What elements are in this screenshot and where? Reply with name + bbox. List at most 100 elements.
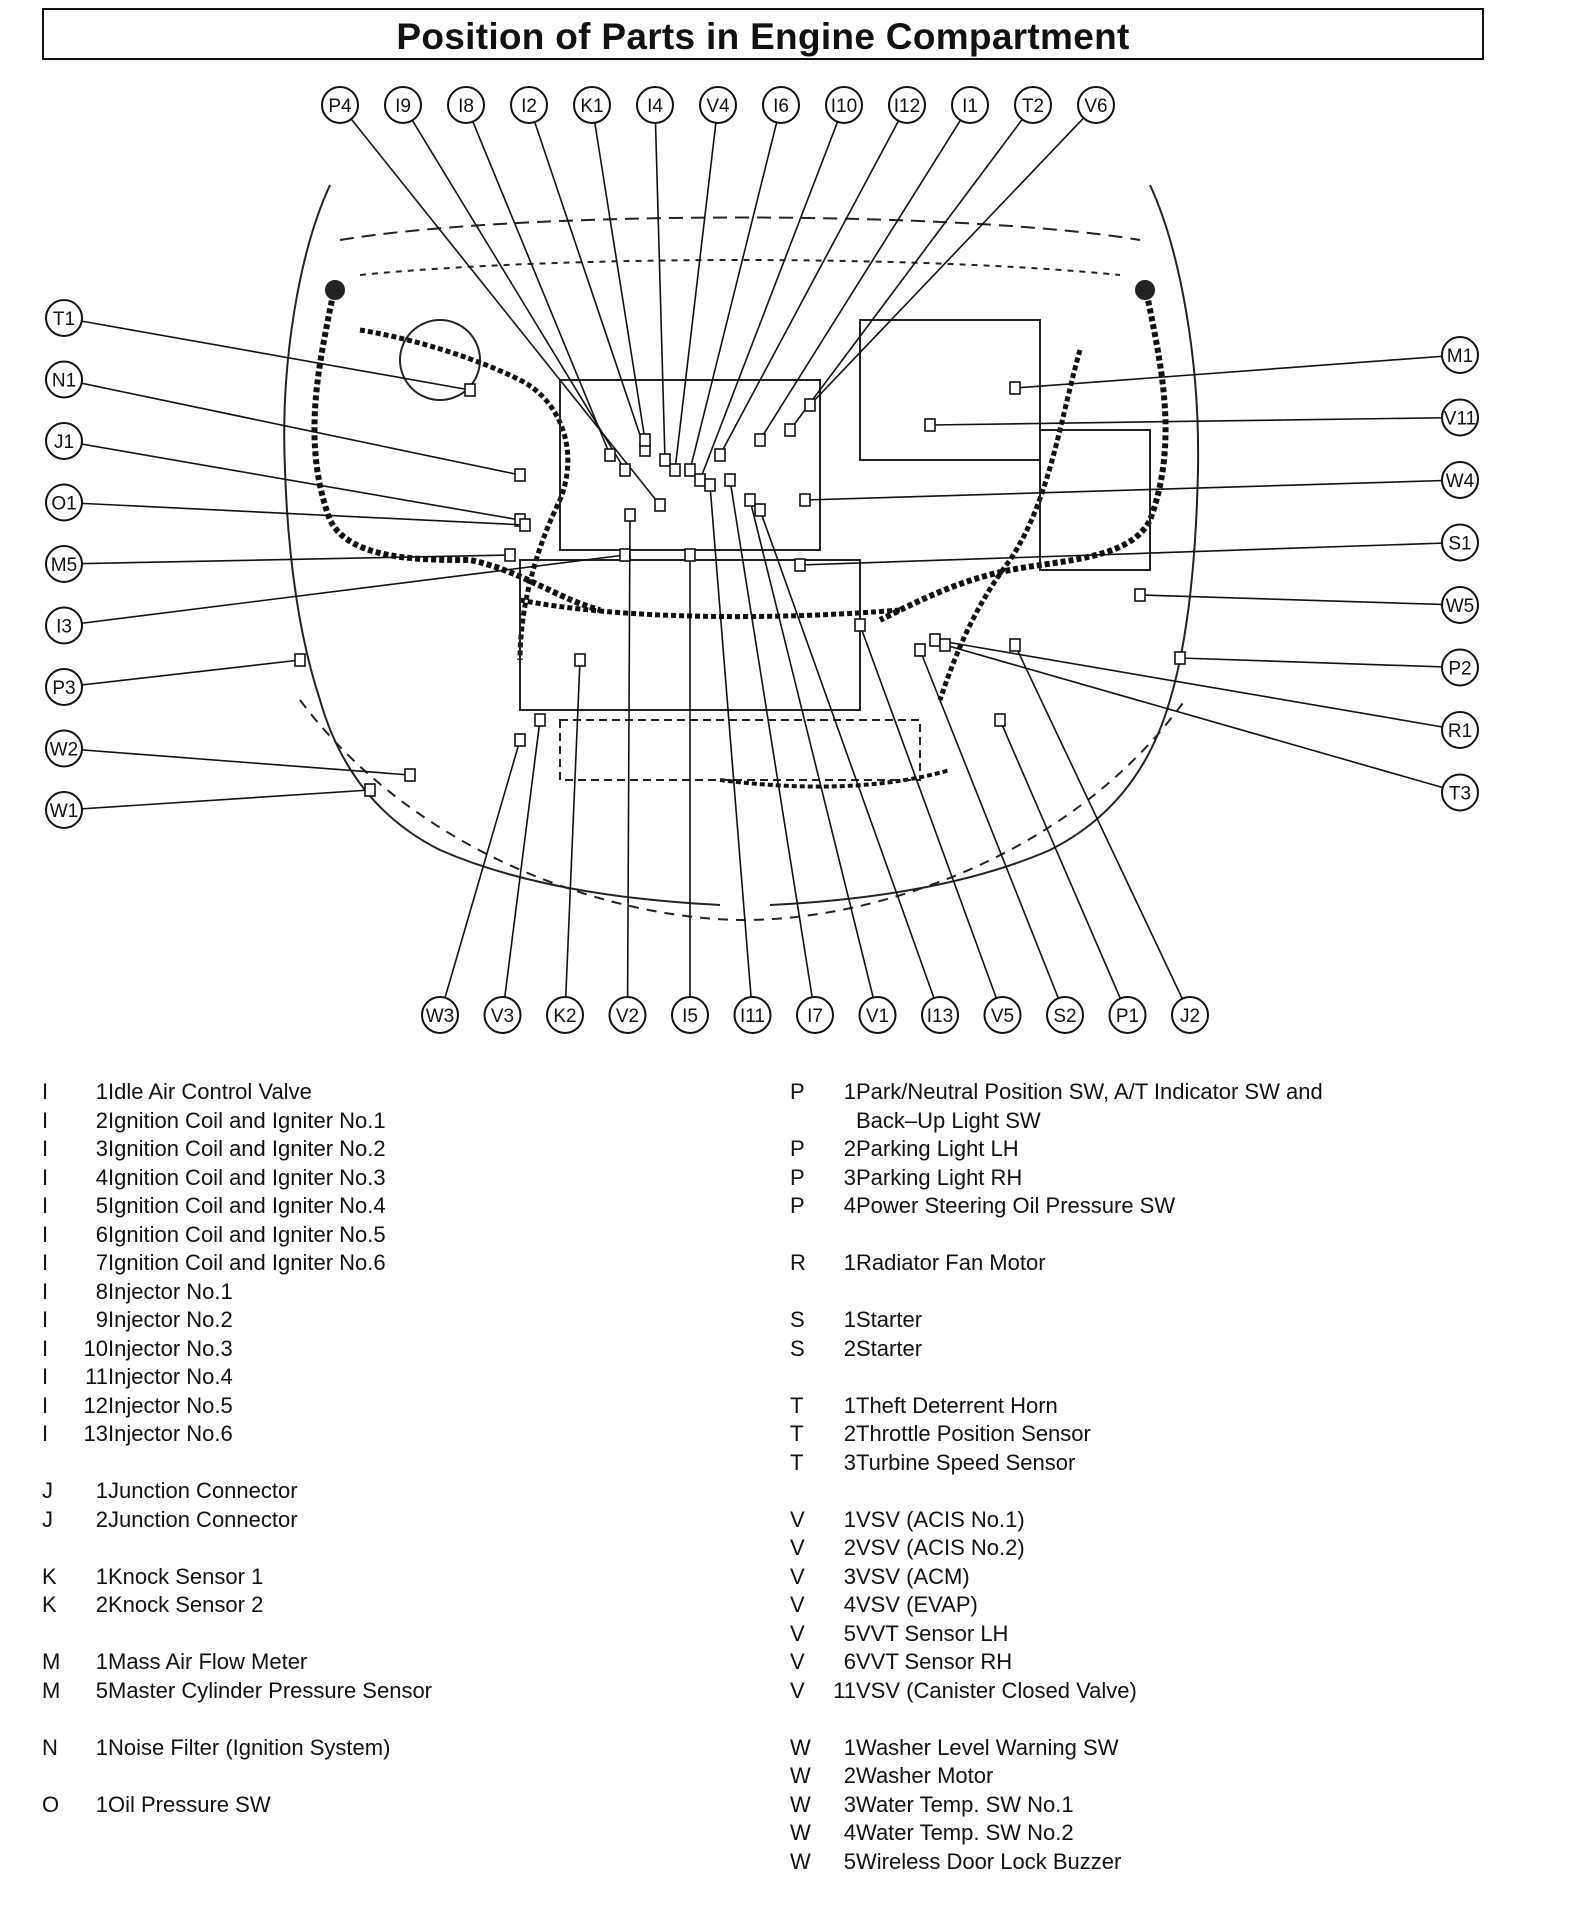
legend-number: 2 [843,1763,856,1788]
connector-t1 [464,383,476,397]
air-cleaner [859,319,1041,461]
connector-t2 [784,423,796,437]
callout-text: I11 [740,1006,765,1027]
connector-j2 [1009,638,1021,652]
harness-right [878,284,1169,623]
callout-text: W5 [1446,596,1475,617]
leader-line-v3 [501,719,541,1016]
legend-letter: I [42,1079,49,1104]
leader-line-i8 [465,104,611,456]
legend-number: 4 [843,1592,856,1617]
callout-circle [510,86,548,124]
callout-circle [45,791,83,829]
callout-text: I6 [773,96,789,117]
callout-r1: R1 [1441,711,1479,749]
legend-number: 1 [843,1506,856,1532]
legend-letter: V [790,1563,805,1589]
callout-v11: V11 [1441,398,1479,437]
callout-circle [1441,586,1479,624]
callout-s2: S2 [1046,996,1084,1034]
callout-text: P2 [1448,659,1471,680]
leader-line-k2 [564,659,581,1016]
callout-p3: P3 [45,668,83,706]
legend-description: Ignition Coil and Igniter No.6 [108,1250,386,1275]
connector-i6 [684,463,696,477]
legend-description: Junction Connector [108,1478,298,1503]
connector-i13 [754,503,766,517]
callout-circle [483,996,522,1034]
leader-line-i7 [729,479,816,1016]
callout-circle [1441,398,1479,437]
callout-circle [573,86,611,124]
legend-description: VSV (EVAP) [856,1592,978,1617]
connector-i11 [704,478,716,492]
leader-line-j2 [1014,644,1191,1016]
legend-description: Turbine Speed Sensor [856,1449,1076,1475]
legend-number: 5 [95,1677,108,1703]
legend-description: Ignition Coil and Igniter No.4 [108,1193,386,1218]
connector-m1 [1009,381,1021,395]
leader-line-i12 [719,104,908,456]
callout-text: M1 [1447,346,1473,367]
leader-line-p3 [63,659,301,688]
connector-v3 [534,713,546,727]
callout-circle [447,86,485,124]
harness-lower [719,768,951,789]
legend-description: Throttle Position Sensor [856,1421,1091,1446]
callout-i1: I1 [951,86,989,124]
leader-line-v5 [859,624,1004,1016]
connector-v4 [669,463,681,477]
leader-line-s2 [919,649,1066,1016]
legend-letter: S [790,1335,805,1361]
callout-circle [671,996,709,1034]
leader-line-p2 [1179,657,1461,669]
leader-line-w2 [63,747,411,776]
callout-v1: V1 [858,996,897,1034]
legend-letter: P [790,1079,805,1104]
leader-lines [63,104,1461,1016]
legend-description: VSV (Canister Closed Valve) [856,1677,1137,1703]
legend-number: 9 [95,1307,108,1332]
leader-line-i9 [402,104,626,471]
connector-i10 [694,473,706,487]
legend-number: 12 [83,1392,108,1418]
leader-line-i1 [759,104,971,441]
legend-description: Knock Sensor 2 [108,1592,264,1617]
callout-text: V3 [491,1006,514,1027]
legend-letter: I [42,1164,49,1190]
legend-letter: I [42,1364,49,1389]
legend-description: Ignition Coil and Igniter No.2 [108,1136,386,1161]
legend-number: 4 [95,1164,108,1190]
legend-letter: W [790,1791,811,1817]
legend-number: 2 [95,1506,108,1532]
callout-t2: T2 [1014,86,1052,124]
legend-number: 3 [843,1164,856,1190]
leader-line-v4 [674,104,719,471]
callout-text: J2 [1180,1006,1200,1027]
legend-number: 8 [95,1278,108,1304]
callout-i9: I9 [384,86,422,124]
connector-t3 [939,638,951,652]
connector-v6 [804,398,816,412]
battery [1039,429,1151,571]
connector-o1 [519,518,531,532]
callout-t1: T1 [45,299,83,337]
legend-number: 4 [843,1193,856,1218]
legend-description: Idle Air Control Valve [108,1079,312,1104]
legend-description: Injector No.1 [108,1278,233,1304]
